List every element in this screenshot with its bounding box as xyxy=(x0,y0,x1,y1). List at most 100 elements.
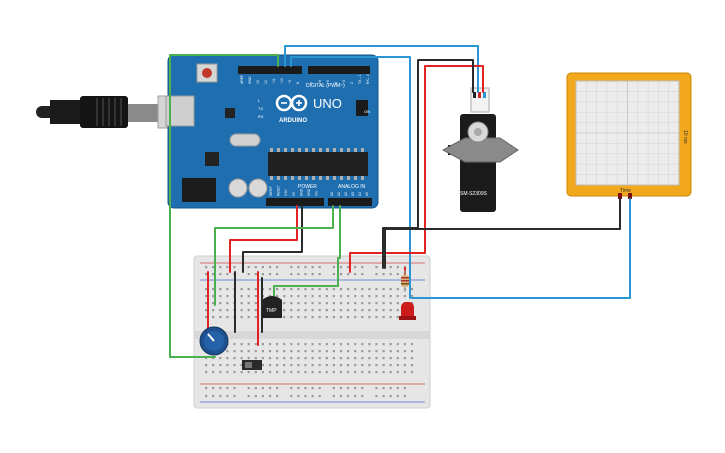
breadboard-hole[interactable] xyxy=(410,295,414,298)
breadboard-hole[interactable] xyxy=(226,316,229,319)
breadboard-hole[interactable] xyxy=(332,302,335,305)
breadboard-hole[interactable] xyxy=(410,343,414,346)
breadboard-hole[interactable] xyxy=(247,350,250,353)
breadboard-hole[interactable] xyxy=(205,357,208,360)
breadboard-hole[interactable] xyxy=(396,266,399,269)
breadboard-hole[interactable] xyxy=(354,343,357,346)
breadboard-hole[interactable] xyxy=(212,309,215,312)
breadboard-hole[interactable] xyxy=(297,371,300,374)
breadboard-hole[interactable] xyxy=(311,302,314,305)
breadboard-hole[interactable] xyxy=(318,288,321,291)
breadboard-hole[interactable] xyxy=(382,371,385,374)
breadboard-hole[interactable] xyxy=(354,350,357,353)
breadboard-hole[interactable] xyxy=(254,273,257,276)
breadboard-hole[interactable] xyxy=(290,288,293,291)
breadboard-hole[interactable] xyxy=(318,387,321,390)
breadboard-hole[interactable] xyxy=(354,387,357,390)
breadboard-hole[interactable] xyxy=(325,302,328,305)
breadboard-hole[interactable] xyxy=(226,273,229,276)
breadboard-hole[interactable] xyxy=(375,273,378,276)
breadboard-hole[interactable] xyxy=(375,395,378,398)
breadboard-hole[interactable] xyxy=(233,387,236,390)
breadboard-hole[interactable] xyxy=(276,266,279,269)
breadboard-hole[interactable] xyxy=(325,371,328,374)
breadboard-hole[interactable] xyxy=(311,266,314,269)
breadboard-hole[interactable] xyxy=(304,273,307,276)
breadboard-hole[interactable] xyxy=(318,309,321,312)
breadboard-hole[interactable] xyxy=(382,295,385,298)
breadboard-hole[interactable] xyxy=(318,302,321,305)
breadboard-hole[interactable] xyxy=(297,357,300,360)
breadboard-hole[interactable] xyxy=(361,302,364,305)
breadboard-hole[interactable] xyxy=(389,309,392,312)
breadboard-hole[interactable] xyxy=(219,266,222,269)
breadboard-hole[interactable] xyxy=(325,350,328,353)
breadboard-hole[interactable] xyxy=(276,395,279,398)
breadboard-hole[interactable] xyxy=(332,309,335,312)
breadboard-hole[interactable] xyxy=(205,364,208,367)
breadboard-hole[interactable] xyxy=(268,343,272,346)
breadboard-hole[interactable] xyxy=(389,343,392,346)
breadboard-hole[interactable] xyxy=(254,357,257,360)
breadboard-hole[interactable] xyxy=(226,395,229,398)
breadboard-hole[interactable] xyxy=(332,266,335,269)
breadboard-hole[interactable] xyxy=(304,357,307,360)
breadboard-hole[interactable] xyxy=(261,387,264,390)
breadboard-hole[interactable] xyxy=(389,387,392,390)
breadboard-hole[interactable] xyxy=(290,295,293,298)
breadboard-hole[interactable] xyxy=(226,364,229,367)
breadboard-hole[interactable] xyxy=(325,364,328,367)
breadboard-hole[interactable] xyxy=(311,273,314,276)
analog-header[interactable] xyxy=(328,198,372,206)
breadboard-hole[interactable] xyxy=(361,309,364,312)
breadboard-hole[interactable] xyxy=(339,316,343,319)
breadboard-hole[interactable] xyxy=(219,295,222,298)
breadboard-hole[interactable] xyxy=(261,350,264,353)
breadboard-hole[interactable] xyxy=(219,364,222,367)
breadboard-hole[interactable] xyxy=(375,357,378,360)
breadboard-hole[interactable] xyxy=(354,364,357,367)
breadboard-hole[interactable] xyxy=(382,309,385,312)
breadboard-hole[interactable] xyxy=(318,273,321,276)
breadboard-hole[interactable] xyxy=(396,395,399,398)
breadboard-hole[interactable] xyxy=(226,357,229,360)
breadboard-hole[interactable] xyxy=(290,395,293,398)
breadboard-hole[interactable] xyxy=(261,273,264,276)
breadboard-hole[interactable] xyxy=(396,316,399,319)
breadboard-hole[interactable] xyxy=(254,295,257,298)
breadboard-hole[interactable] xyxy=(226,387,229,390)
breadboard-hole[interactable] xyxy=(254,316,257,319)
breadboard-hole[interactable] xyxy=(212,364,215,367)
breadboard-hole[interactable] xyxy=(361,350,364,353)
breadboard-hole[interactable] xyxy=(247,371,250,374)
breadboard-hole[interactable] xyxy=(368,364,371,367)
breadboard-hole[interactable] xyxy=(283,309,286,312)
breadboard-hole[interactable] xyxy=(389,371,392,374)
breadboard-hole[interactable] xyxy=(311,364,314,367)
breadboard-hole[interactable] xyxy=(219,273,222,276)
breadboard-hole[interactable] xyxy=(254,302,257,305)
breadboard-hole[interactable] xyxy=(354,302,357,305)
breadboard-hole[interactable] xyxy=(247,295,250,298)
breadboard-hole[interactable] xyxy=(212,316,215,319)
breadboard-hole[interactable] xyxy=(240,357,243,360)
breadboard-hole[interactable] xyxy=(304,350,307,353)
breadboard-hole[interactable] xyxy=(339,288,343,291)
breadboard-hole[interactable] xyxy=(247,288,250,291)
breadboard-hole[interactable] xyxy=(304,343,307,346)
breadboard-hole[interactable] xyxy=(347,309,350,312)
breadboard-hole[interactable] xyxy=(268,350,272,353)
breadboard-hole[interactable] xyxy=(226,288,229,291)
breadboard-hole[interactable] xyxy=(396,302,399,305)
breadboard-hole[interactable] xyxy=(247,395,250,398)
breadboard-hole[interactable] xyxy=(361,357,364,360)
breadboard-hole[interactable] xyxy=(233,395,236,398)
breadboard-hole[interactable] xyxy=(240,288,243,291)
breadboard-hole[interactable] xyxy=(212,395,215,398)
breadboard-hole[interactable] xyxy=(254,387,257,390)
breadboard-hole[interactable] xyxy=(382,350,385,353)
breadboard-hole[interactable] xyxy=(212,371,215,374)
breadboard-hole[interactable] xyxy=(297,343,300,346)
breadboard-hole[interactable] xyxy=(233,350,236,353)
breadboard-hole[interactable] xyxy=(297,266,300,269)
